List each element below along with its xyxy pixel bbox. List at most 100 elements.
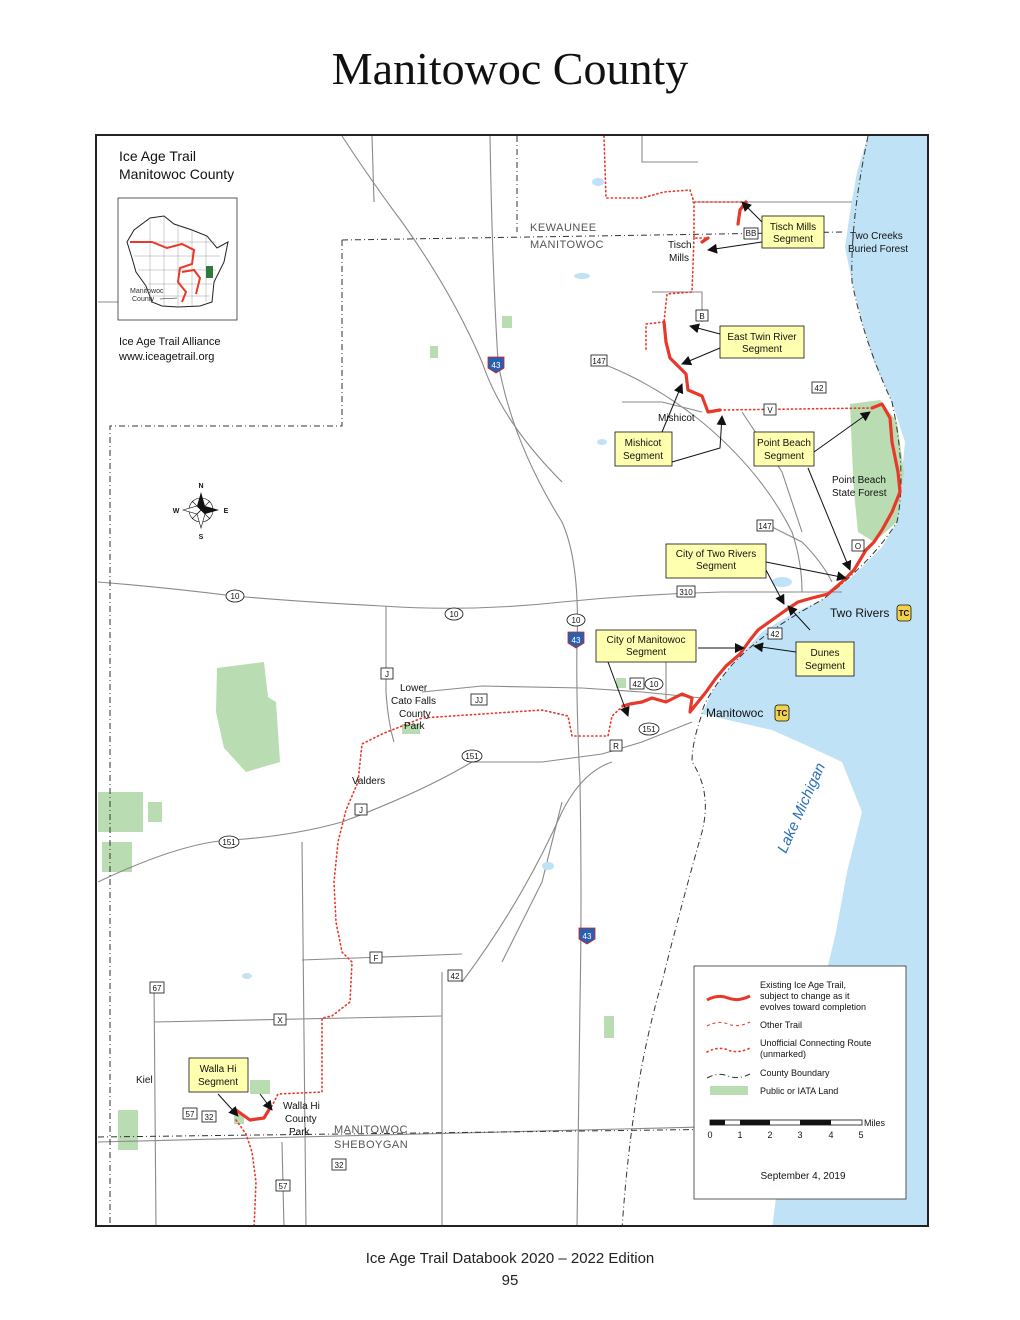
label-manitowoc: Manitowoc <box>706 706 763 720</box>
route-42: 42 <box>633 680 642 689</box>
svg-text:1: 1 <box>737 1130 742 1140</box>
label-kewaunee: KEWAUNEE <box>530 222 597 234</box>
route-us10: 10 <box>231 592 240 601</box>
public-land-patch <box>250 1080 270 1094</box>
svg-text:4: 4 <box>828 1130 833 1140</box>
tc-badge-manitowoc <box>774 704 790 722</box>
callout-arrows <box>217 201 871 1117</box>
org-name: Ice Age Trail Alliance <box>119 336 221 348</box>
footer-databook: Ice Age Trail Databook 2020 – 2022 Editi… <box>365 1250 655 1267</box>
svg-text:Existing Ice Age Trail,: Existing Ice Age Trail, <box>760 980 846 990</box>
inset-label-line1: Manitowoc <box>130 288 164 295</box>
callout-mishicot <box>614 431 673 467</box>
compass-w: W <box>173 508 180 515</box>
map-legend: Existing Ice Age Trail, subject to chang… <box>693 965 907 1200</box>
label-manitowoc: MANITOWOC <box>530 239 604 251</box>
svg-text:County Boundary: County Boundary <box>760 1068 830 1078</box>
route-j: J <box>385 670 389 679</box>
route-147: 147 <box>758 522 772 531</box>
svg-text:Segment: Segment <box>198 1077 238 1088</box>
label-walla-hi: Walla Hi <box>283 1101 320 1112</box>
svg-text:3: 3 <box>797 1130 802 1140</box>
label-point-beach: Point Beach <box>832 475 886 486</box>
svg-text:Other Trail: Other Trail <box>760 1020 802 1030</box>
route-i43: 43 <box>583 932 592 941</box>
route-b: B <box>699 312 704 321</box>
svg-text:Segment: Segment <box>626 647 666 658</box>
route-us151: 151 <box>222 838 236 847</box>
route-bb: BB <box>746 229 757 238</box>
label-buried-forest: Buried Forest <box>848 244 908 255</box>
map-header-line2: Manitowoc County <box>119 166 234 182</box>
public-land-patch <box>402 724 420 734</box>
county-map: BB B 147 42 V 147 O 310 42 42 J JJ R J F… <box>97 136 927 1225</box>
callout-tisch-mills <box>761 215 825 249</box>
route-jj: JJ <box>475 696 483 705</box>
org-url: www.iceagetrail.org <box>118 351 214 363</box>
svg-text:Segment: Segment <box>764 451 804 462</box>
svg-text:Tisch Mills: Tisch Mills <box>770 222 816 233</box>
label-lower: Lower <box>400 683 428 694</box>
route-i43: 43 <box>492 361 501 370</box>
svg-text:Dunes: Dunes <box>811 648 840 659</box>
page-title: Manitowoc County <box>331 43 689 94</box>
callout-east-twin-river <box>719 325 805 359</box>
wisconsin-inset: Manitowoc County <box>117 197 238 321</box>
route-us10: 10 <box>450 610 459 619</box>
label-kiel: Kiel <box>136 1075 153 1086</box>
compass-n: N <box>198 483 203 490</box>
svg-text:5: 5 <box>858 1130 863 1140</box>
callout-dunes <box>795 641 855 677</box>
label-park: Park <box>404 721 426 732</box>
route-us10: 10 <box>572 616 581 625</box>
route-x: X <box>277 1016 283 1025</box>
label-county: County <box>399 709 431 720</box>
map-header-line1: Ice Age Trail <box>119 148 196 164</box>
svg-text:Walla Hi: Walla Hi <box>200 1064 237 1075</box>
route-67: 67 <box>153 984 162 993</box>
footer-page-number: 95 <box>501 1272 519 1289</box>
route-42: 42 <box>771 630 780 639</box>
route-us10: 10 <box>650 680 659 689</box>
route-57: 57 <box>186 1110 195 1119</box>
route-310: 310 <box>679 588 693 597</box>
svg-text:Segment: Segment <box>623 451 663 462</box>
compass-e: E <box>224 508 229 515</box>
existing-trail <box>234 200 902 1122</box>
svg-text:East Twin River: East Twin River <box>727 332 797 343</box>
svg-text:Mishicot: Mishicot <box>625 438 662 449</box>
legend-existing-trail-swatch <box>706 994 751 1002</box>
tc-badge-two-rivers <box>896 604 912 622</box>
legend-public-land-swatch <box>710 1086 748 1095</box>
public-land-patch <box>430 346 438 358</box>
label-valders: Valders <box>352 776 385 787</box>
svg-text:subject to change as it: subject to change as it <box>760 991 850 1001</box>
svg-text:City of Two Rivers: City of Two Rivers <box>676 549 756 560</box>
label-walla-county: County <box>285 1114 317 1125</box>
svg-text:evolves toward completion: evolves toward completion <box>760 1002 866 1012</box>
svg-text:Unofficial Connecting Route: Unofficial Connecting Route <box>760 1038 871 1048</box>
svg-text:2: 2 <box>767 1130 772 1140</box>
compass-rose: N S W E <box>173 483 229 541</box>
svg-text:Segment: Segment <box>805 661 845 672</box>
unofficial-routes <box>235 136 873 1225</box>
public-land-patch <box>234 1114 244 1124</box>
svg-text:Segment: Segment <box>696 561 736 572</box>
route-i43: 43 <box>572 636 581 645</box>
route-42: 42 <box>451 972 460 981</box>
inset-label-line2: County <box>132 296 155 303</box>
callout-point-beach <box>753 431 815 467</box>
route-j: J <box>359 806 363 815</box>
label-two-rivers: Two Rivers <box>830 606 889 620</box>
label-manitowoc: MANITOWOC <box>334 1124 408 1136</box>
label-tisch: Tisch <box>668 240 692 251</box>
public-land-patch <box>604 1016 614 1038</box>
label-mishicot: Mishicot <box>658 413 695 424</box>
public-land-areas <box>98 316 904 1150</box>
public-land-patch <box>850 400 904 542</box>
segment-callouts: Tisch Mills Segment East Twin River Segm… <box>188 215 855 1093</box>
svg-text:TC: TC <box>899 609 910 618</box>
callout-city-of-two-rivers <box>665 543 767 579</box>
route-32: 32 <box>205 1113 214 1122</box>
route-32: 32 <box>335 1161 344 1170</box>
